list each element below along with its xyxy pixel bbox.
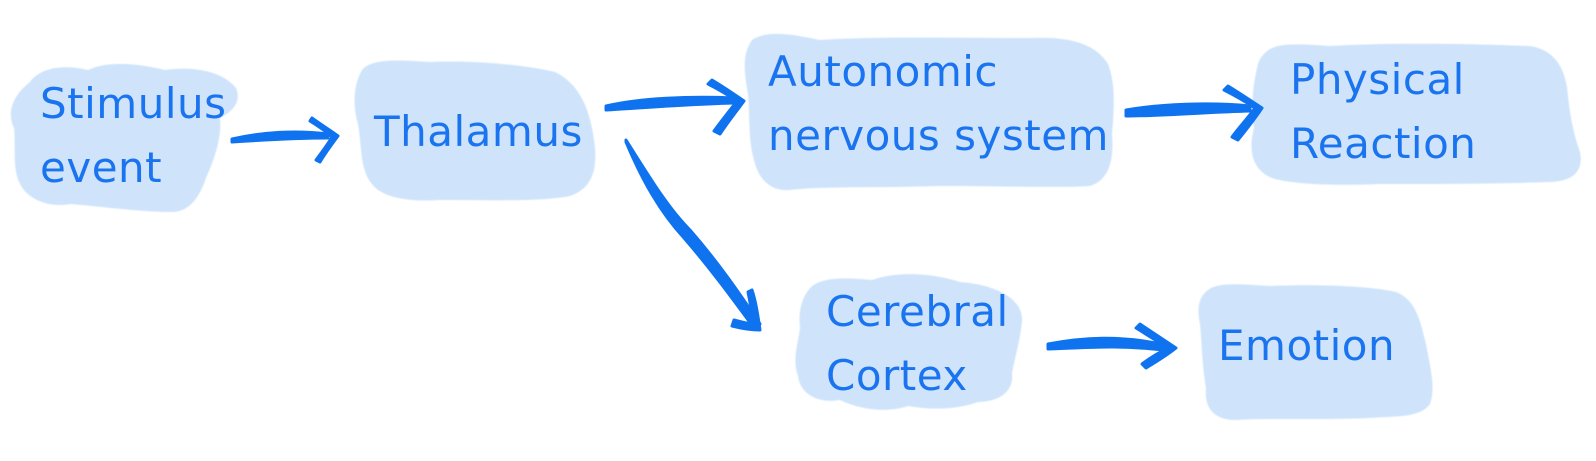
node-box-physical-reaction	[1251, 43, 1581, 185]
node-thalamus: Thalamus	[374, 100, 583, 164]
node-stimulus-event-line-1: Stimulus	[40, 79, 227, 128]
node-box-stimulus-event	[10, 63, 238, 212]
node-cerebral-cortex-line-2: Cortex	[826, 351, 968, 400]
arrow-thalamus-to-autonomic	[604, 78, 746, 136]
node-autonomic-line-2: nervous system	[768, 111, 1109, 160]
node-stimulus-event: Stimulus event	[40, 72, 227, 200]
node-stimulus-event-line-2: event	[40, 143, 163, 192]
node-cerebral-cortex: Cerebral Cortex	[826, 280, 1009, 408]
node-box-emotion	[1198, 284, 1433, 420]
arrow-autonomic-to-physical	[1124, 84, 1264, 142]
node-cerebral-cortex-line-1: Cerebral	[826, 287, 1009, 336]
node-box-thalamus	[354, 60, 596, 201]
node-physical-reaction: Physical Reaction	[1290, 48, 1476, 176]
arrow-stimulus-to-thalamus	[230, 116, 340, 164]
node-physical-reaction-line-1: Physical	[1290, 55, 1465, 104]
node-physical-reaction-line-2: Reaction	[1290, 119, 1477, 168]
node-thalamus-line-1: Thalamus	[374, 107, 583, 156]
node-box-autonomic-nervous-system	[744, 33, 1114, 191]
node-box-cerebral-cortex	[795, 274, 1023, 410]
arrow-cortex-to-emotion	[1046, 322, 1178, 370]
arrow-thalamus-to-cortex	[624, 138, 762, 332]
node-emotion-line-1: Emotion	[1218, 321, 1396, 370]
node-emotion: Emotion	[1218, 314, 1395, 378]
node-autonomic-nervous-system: Autonomic nervous system	[768, 40, 1109, 168]
node-autonomic-line-1: Autonomic	[768, 47, 999, 96]
